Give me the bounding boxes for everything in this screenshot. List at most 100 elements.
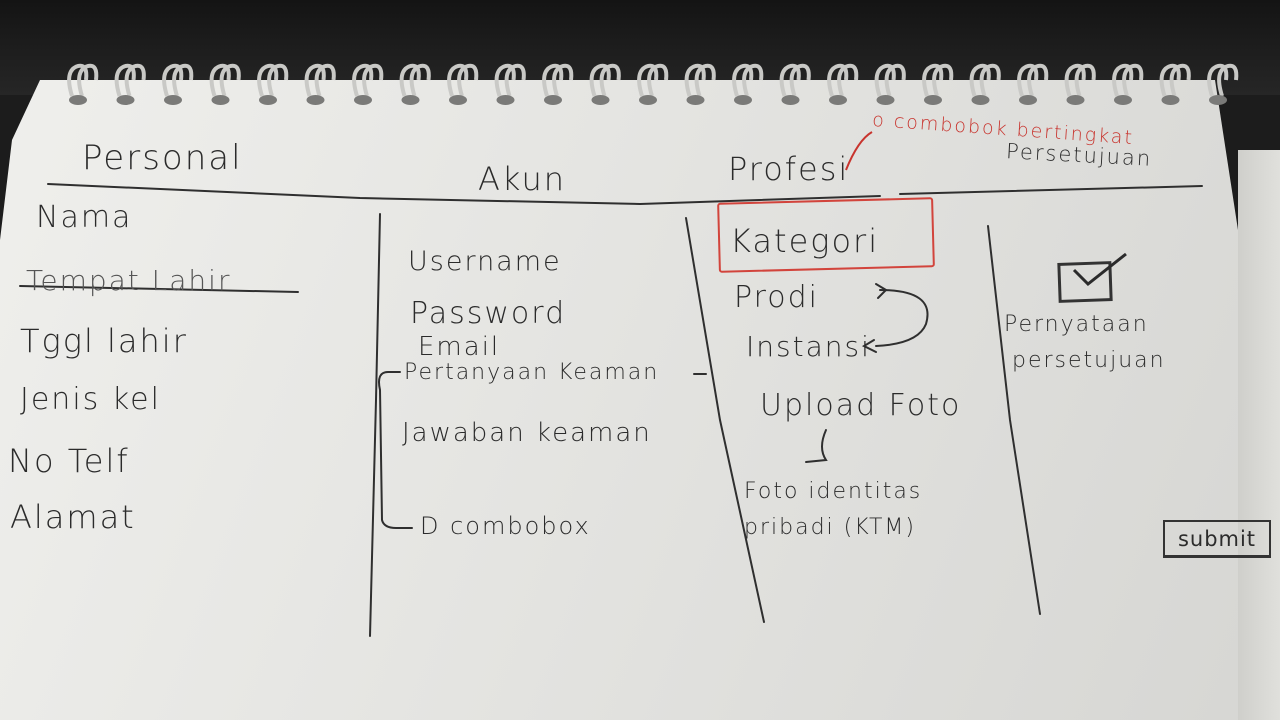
field-jenis-kel[interactable]: Jenis kel <box>20 382 161 417</box>
foto-identitas-label: Foto identitas pribadi (KTM) <box>744 479 923 540</box>
spiral-ring <box>209 63 231 97</box>
spiral-ring <box>362 63 384 97</box>
checkmark-icon <box>1072 252 1127 287</box>
spiral-ring <box>779 63 801 97</box>
combobox-note: D combobox <box>420 512 591 540</box>
column-divider-1 <box>369 213 381 637</box>
ring-hole <box>259 95 277 105</box>
spiral-ring <box>599 63 621 97</box>
spiral-ring <box>162 63 184 97</box>
ring-hole <box>876 95 895 105</box>
ring-hole <box>401 95 420 105</box>
field-no-telf[interactable]: No Telf <box>8 442 130 480</box>
ring-hole <box>1066 95 1085 105</box>
tab-profesi[interactable]: Profesi <box>728 150 850 188</box>
spiral-ring <box>922 63 944 97</box>
spiral-ring <box>1169 63 1191 97</box>
field-prodi[interactable]: Prodi <box>734 280 819 315</box>
ring-hole <box>686 95 705 105</box>
spiral-ring <box>1207 63 1229 97</box>
cascade-arrow <box>875 289 929 347</box>
spiral-ring <box>504 63 526 97</box>
spiral-ring <box>837 63 859 97</box>
arrow-head-2 <box>861 339 877 353</box>
spiral-ring <box>589 63 611 97</box>
ring-hole <box>116 95 135 105</box>
column-divider-2 <box>685 217 765 623</box>
spiral-ring <box>1217 63 1239 97</box>
spiral-ring <box>409 63 431 97</box>
ring-hole <box>829 95 847 105</box>
spiral-ring <box>304 63 326 97</box>
ring-hole <box>449 95 467 105</box>
field-jawaban-keamanan[interactable]: Jawaban keaman <box>402 418 652 448</box>
field-username[interactable]: Username <box>408 246 562 277</box>
spiral-ring <box>1027 63 1049 97</box>
tab-personal[interactable]: Personal <box>82 138 243 178</box>
page-edge <box>1238 150 1280 720</box>
spiral-ring <box>694 63 716 97</box>
field-email[interactable]: Email <box>418 332 501 362</box>
spiral-ring <box>124 63 146 97</box>
pernyataan-label: Pernyataan <box>1004 312 1149 337</box>
ring-hole <box>591 95 610 105</box>
submit-button[interactable]: submit <box>1163 520 1271 558</box>
ring-hole <box>211 95 230 105</box>
spiral-ring <box>789 63 811 97</box>
spiral-ring <box>77 63 99 97</box>
spiral-ring <box>1074 63 1096 97</box>
notebook-page <box>0 80 1280 720</box>
spiral-ring <box>67 63 89 97</box>
ring-hole <box>1019 95 1037 105</box>
field-kategori[interactable]: Kategori <box>730 222 880 260</box>
spiral-ring <box>684 63 706 97</box>
field-nama[interactable]: Nama <box>36 200 133 235</box>
submit-label: submit <box>1177 526 1257 551</box>
arrow-head-1 <box>875 283 888 299</box>
tab-akun[interactable]: Akun <box>478 160 566 198</box>
spiral-ring <box>114 63 136 97</box>
field-instansi[interactable]: Instansi <box>746 330 871 363</box>
ring-hole <box>544 95 562 105</box>
spiral-ring <box>399 63 421 97</box>
persetujuan-label: persetujuan <box>1012 348 1166 373</box>
header-rule-right <box>899 185 1203 195</box>
ring-hole <box>164 95 182 105</box>
spiral-ring <box>494 63 516 97</box>
field-tggl-lahir[interactable]: Tggl lahir <box>20 322 188 360</box>
ring-hole <box>924 95 942 105</box>
field-upload-foto[interactable]: Upload Foto <box>760 388 962 423</box>
ring-hole <box>1161 95 1180 105</box>
ring-hole <box>639 95 657 105</box>
field-pertanyaan-keamanan[interactable]: Pertanyaan Keaman <box>404 360 660 385</box>
spiral-ring <box>742 63 764 97</box>
ring-hole <box>69 95 87 105</box>
spiral-ring <box>1122 63 1144 97</box>
ring-hole <box>496 95 515 105</box>
field-password[interactable]: Password <box>410 296 567 331</box>
spiral-ring <box>884 63 906 97</box>
spiral-binding <box>67 63 1239 105</box>
spiral-ring <box>874 63 896 97</box>
field-tempat-lahir: Tempat Lahir <box>26 264 232 297</box>
spiral-ring <box>827 63 849 97</box>
strike-line <box>19 285 299 293</box>
spiral-ring <box>447 63 469 97</box>
spiral-ring <box>314 63 336 97</box>
field-alamat[interactable]: Alamat <box>10 498 136 536</box>
column-divider-3 <box>987 225 1041 615</box>
spiral-ring <box>1112 63 1134 97</box>
ring-hole <box>1209 95 1227 105</box>
ring-hole <box>971 95 990 105</box>
ring-hole <box>781 95 800 105</box>
ring-hole <box>306 95 325 105</box>
spiral-ring <box>352 63 374 97</box>
combobox-bracket <box>378 371 413 529</box>
spiral-ring <box>552 63 574 97</box>
spiral-ring <box>647 63 669 97</box>
spiral-ring <box>219 63 241 97</box>
spiral-ring <box>637 63 659 97</box>
ring-hole <box>1114 95 1132 105</box>
ring-hole <box>734 95 752 105</box>
